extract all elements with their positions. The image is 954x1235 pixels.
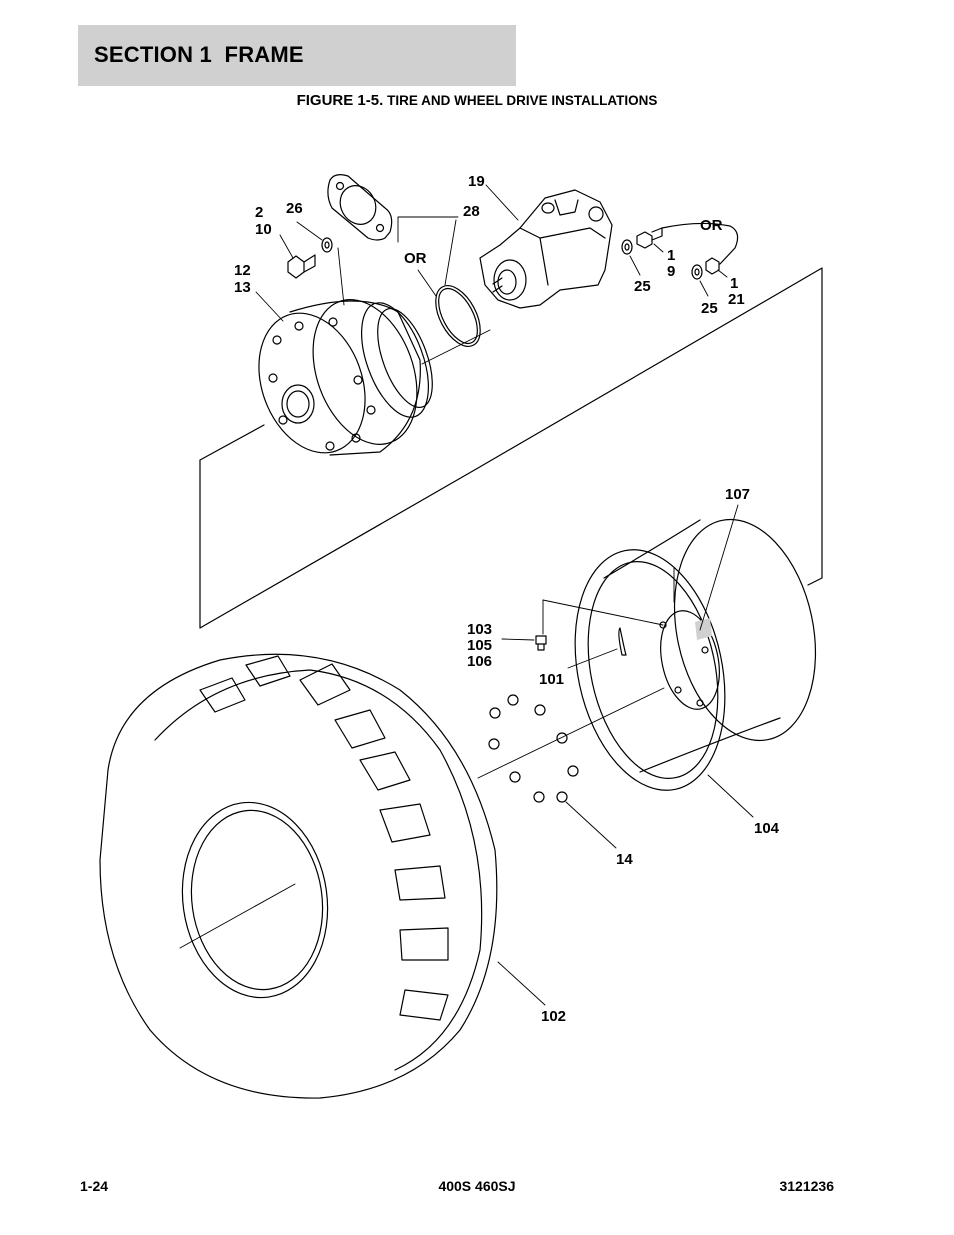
- callout-labels: 19 2 10 26 28 OR OR 12 13 1 9 25 1 21 25…: [234, 173, 780, 1025]
- document-number: 3121236: [779, 1178, 834, 1194]
- callout-107: 107: [725, 486, 750, 503]
- o-ring: [435, 285, 481, 347]
- callout-25a: 25: [634, 278, 651, 295]
- callout-106: 106: [467, 653, 492, 670]
- callout-102: 102: [541, 1008, 566, 1025]
- valve-stem: [535, 635, 547, 651]
- section-title: SECTION 1 FRAME: [94, 42, 304, 67]
- callout-14: 14: [616, 851, 633, 868]
- figure-number: FIGURE 1-5.: [296, 92, 384, 109]
- callout-19: 19: [468, 173, 485, 190]
- tire: [99, 653, 498, 1099]
- callout-26: 26: [286, 200, 303, 217]
- assembly-alignment-lines: [199, 267, 823, 629]
- callout-104: 104: [754, 820, 780, 837]
- callout-12: 12: [234, 262, 251, 279]
- callout-or-lower: OR: [700, 217, 723, 234]
- callout-1b: 1: [730, 275, 738, 292]
- wheel-rim: [574, 518, 817, 791]
- callout-2: 2: [255, 204, 263, 221]
- callout-or-upper: OR: [404, 250, 427, 267]
- callout-13: 13: [234, 279, 251, 296]
- callout-1a: 1: [667, 247, 675, 264]
- bolt-and-washer: [287, 237, 333, 279]
- model-name: 400S 460SJ: [438, 1178, 516, 1194]
- torque-hub: [258, 299, 433, 456]
- callout-25b: 25: [701, 300, 718, 317]
- section-header: SECTION 1 FRAME: [78, 25, 516, 86]
- callout-28: 28: [463, 203, 480, 220]
- drive-motor: [479, 189, 613, 309]
- figure-name: TIRE AND WHEEL DRIVE INSTALLATIONS: [387, 93, 658, 108]
- lug-nuts: [488, 694, 579, 803]
- callout-105: 105: [467, 637, 492, 654]
- page-number: 1-24: [80, 1178, 109, 1194]
- figure-title: FIGURE 1-5. TIRE AND WHEEL DRIVE INSTALL…: [0, 92, 954, 109]
- callout-103: 103: [467, 621, 492, 638]
- gasket: [327, 174, 393, 241]
- leader-lines: [179, 184, 754, 1006]
- callout-21: 21: [728, 291, 745, 308]
- callout-9: 9: [667, 263, 675, 280]
- callout-101: 101: [539, 671, 564, 688]
- fittings: [621, 222, 739, 280]
- callout-10: 10: [255, 221, 272, 238]
